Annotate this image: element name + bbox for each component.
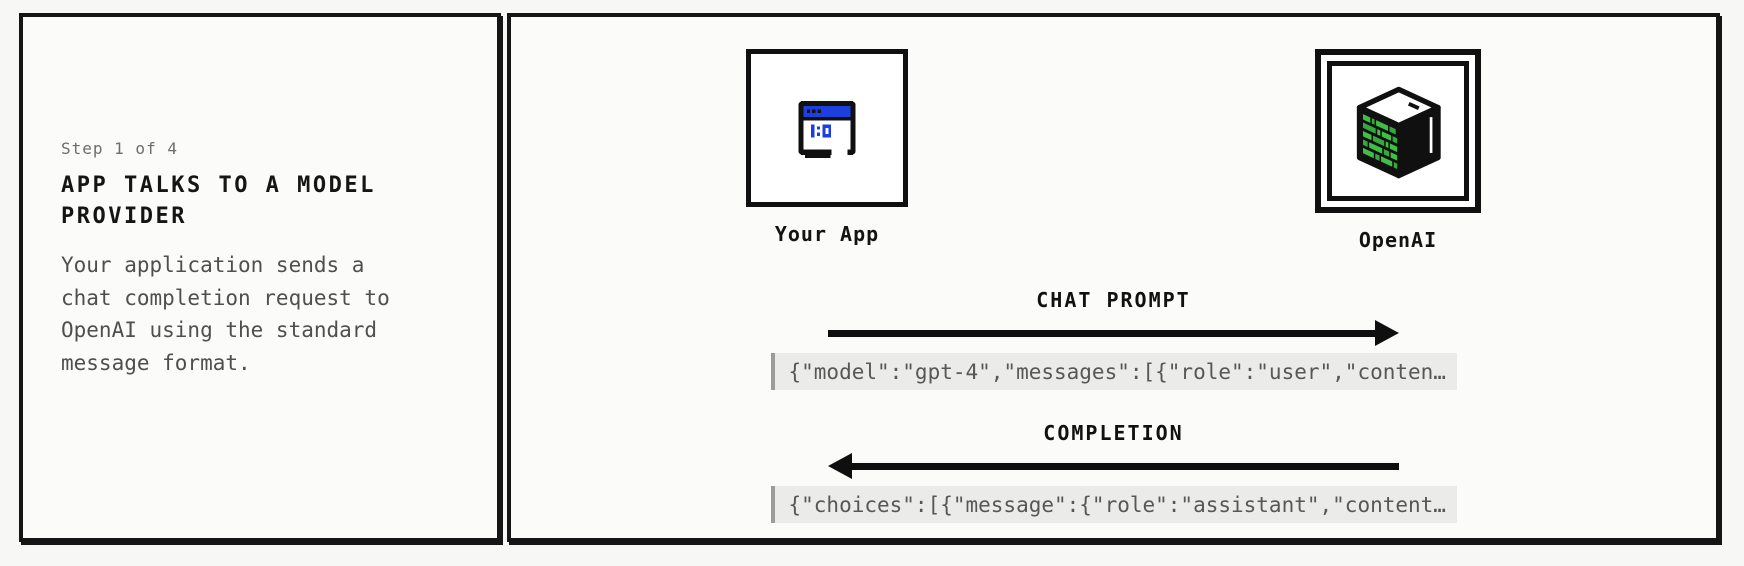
arrow-right-icon: [828, 320, 1399, 346]
your-app-tile: [746, 49, 908, 207]
pixel-server-icon: [1356, 86, 1441, 179]
actor-openai: OpenAI: [1315, 49, 1481, 252]
actors-row: Your App: [746, 49, 1481, 252]
step-info-panel: Step 1 of 4 APP TALKS TO A MODEL PROVIDE…: [19, 13, 501, 542]
chat-prompt-payload-text: {"model":"gpt-4","messages":[{"role":"us…: [788, 359, 1446, 384]
completion-label: COMPLETION: [1043, 421, 1184, 445]
step-indicator: Step 1 of 4: [61, 139, 178, 158]
step-description: Your application sends a chat completion…: [61, 253, 390, 375]
completion-payload-text: {"choices":[{"message":{"role":"assistan…: [788, 492, 1446, 517]
openai-tile: [1315, 49, 1481, 213]
actor-your-app-label: Your App: [774, 222, 880, 246]
chat-prompt-label: CHAT PROMPT: [1036, 288, 1191, 312]
chat-prompt-payload: {"model":"gpt-4","messages":[{"role":"us…: [770, 353, 1457, 390]
actor-your-app: Your App: [746, 49, 908, 252]
step-title: APP TALKS TO A MODEL PROVIDER: [61, 173, 376, 229]
message-chat-prompt: CHAT PROMPT {"model":"gpt-4","messages":…: [770, 288, 1457, 390]
completion-payload: {"choices":[{"message":{"role":"assistan…: [770, 486, 1457, 523]
message-completion: COMPLETION {"choices":[{"message":{"role…: [770, 421, 1457, 523]
pixel-window-icon: [798, 100, 856, 158]
sequence-diagram-panel: Your App: [507, 13, 1720, 542]
actor-openai-label: OpenAI: [1358, 228, 1438, 252]
arrow-left-icon: [828, 453, 1399, 479]
